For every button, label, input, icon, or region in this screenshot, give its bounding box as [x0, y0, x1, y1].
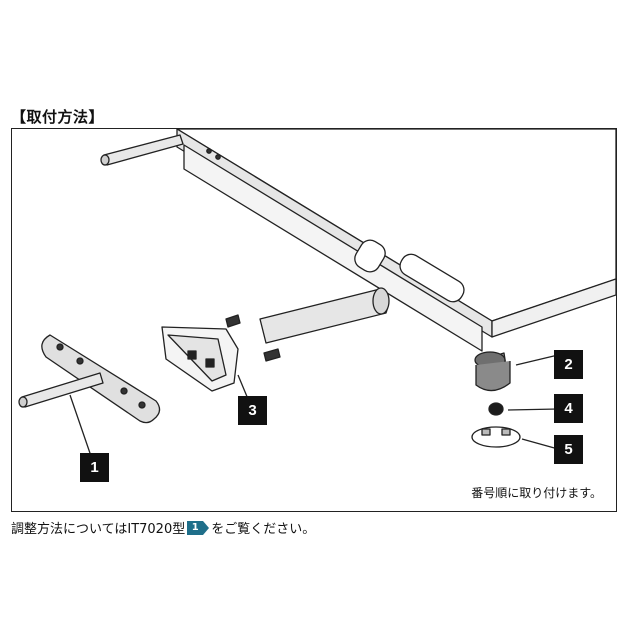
- screw-2: [263, 348, 281, 362]
- base-part-5: [471, 426, 521, 448]
- bolt-part-4: [488, 402, 504, 416]
- rail-slot-2: [399, 253, 465, 303]
- order-note: 番号順に取り付けます。: [471, 486, 602, 500]
- callout-3: 3: [238, 396, 267, 425]
- footnote: 調整方法については IT7020型 1 をご覧ください。: [11, 518, 315, 537]
- callout-1: 1: [80, 453, 109, 482]
- section-heading: 【取付方法】: [11, 108, 105, 126]
- reference-badge: 1: [187, 520, 210, 535]
- arrow-right-icon: [203, 520, 210, 535]
- pin-part-1: [21, 372, 104, 408]
- assembly-illustration: [18, 129, 616, 460]
- rail-hole-1: [206, 148, 212, 154]
- top-pin: [103, 134, 184, 166]
- screw-1: [225, 314, 241, 328]
- table-rail: [183, 144, 483, 352]
- reference-number: 1: [187, 520, 204, 535]
- callout-4: 4: [554, 394, 583, 423]
- rail-slot-1: [354, 239, 386, 273]
- table-side: [491, 278, 616, 338]
- rail-hole-2: [215, 154, 221, 160]
- callout-2: 2: [554, 350, 583, 379]
- footnote-after: をご覧ください。: [211, 522, 316, 537]
- callout-5: 5: [554, 435, 583, 464]
- illustration-frame: 1 2 3 4 5 番号順に取り付けます。: [11, 128, 617, 512]
- footnote-before: 調整方法については: [11, 522, 128, 537]
- footnote-model: IT7020型: [127, 522, 186, 537]
- rod-part-3: [259, 288, 389, 344]
